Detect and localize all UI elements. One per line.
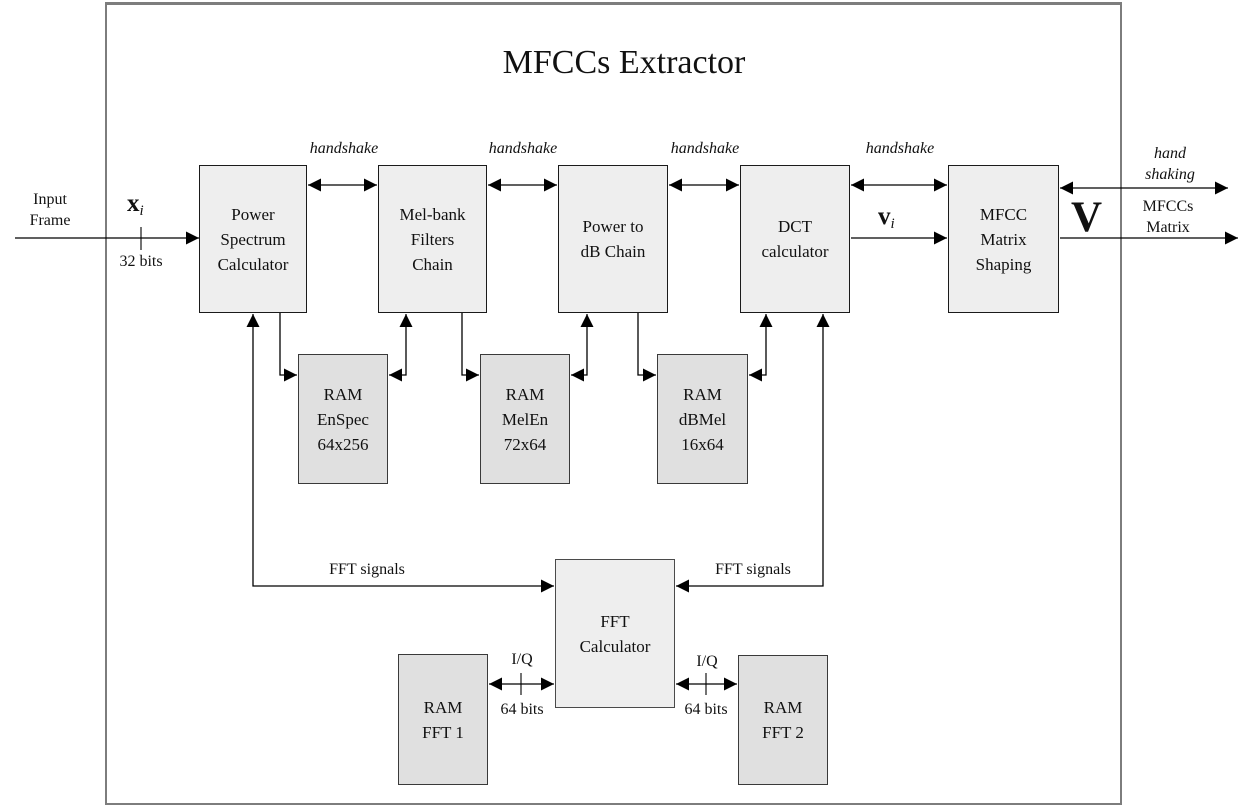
iq-left-bus-width-label: 64 bits [500, 701, 544, 718]
handshake-label-3: handshake [670, 140, 740, 157]
vector-v-subscript: i [890, 216, 895, 232]
fft-calculator-block: FFT Calculator [555, 559, 675, 708]
ram-fft1-block: RAM FFT 1 [398, 654, 488, 785]
input-signal-x: x [127, 190, 140, 217]
output-mfccs-matrix-label: MFCCs Matrix [1142, 198, 1194, 236]
handshake-label-4: handshake [865, 140, 935, 157]
power-to-db-chain-block: Power to dB Chain [558, 165, 668, 313]
ram-fft2-block: RAM FFT 2 [738, 655, 828, 785]
ram-enspec-block: RAM EnSpec 64x256 [298, 354, 388, 484]
iq-right-label: I/Q [696, 653, 718, 670]
diagram-title: MFCCs Extractor [502, 44, 746, 81]
input-signal-symbol: xi [127, 190, 144, 220]
ram-melen-block: RAM MelEn 72x64 [480, 354, 570, 484]
extractor-boundary-frame [105, 2, 1122, 805]
fft-signals-left-label: FFT signals [329, 561, 405, 578]
ram-dbmel-block: RAM dBMel 16x64 [657, 354, 748, 484]
fft-signals-right-label: FFT signals [715, 561, 791, 578]
input-signal-subscript: i [139, 203, 144, 219]
mfcc-matrix-shaping-block: MFCC Matrix Shaping [948, 165, 1059, 313]
input-bus-width-label: 32 bits [119, 253, 163, 270]
iq-left-label: I/Q [511, 651, 533, 668]
output-matrix-symbol: V [1071, 194, 1103, 241]
power-spectrum-calculator-block: Power Spectrum Calculator [199, 165, 307, 313]
vector-vi-label: vi [878, 203, 895, 233]
vector-v-symbol: v [878, 203, 891, 230]
output-handshaking-label: hand shaking [1145, 145, 1195, 183]
dct-calculator-block: DCT calculator [740, 165, 850, 313]
iq-right-bus-width-label: 64 bits [684, 701, 728, 718]
handshake-label-1: handshake [309, 140, 379, 157]
input-frame-label: Input Frame [29, 191, 71, 229]
handshake-label-2: handshake [488, 140, 558, 157]
mel-bank-filters-chain-block: Mel-bank Filters Chain [378, 165, 487, 313]
